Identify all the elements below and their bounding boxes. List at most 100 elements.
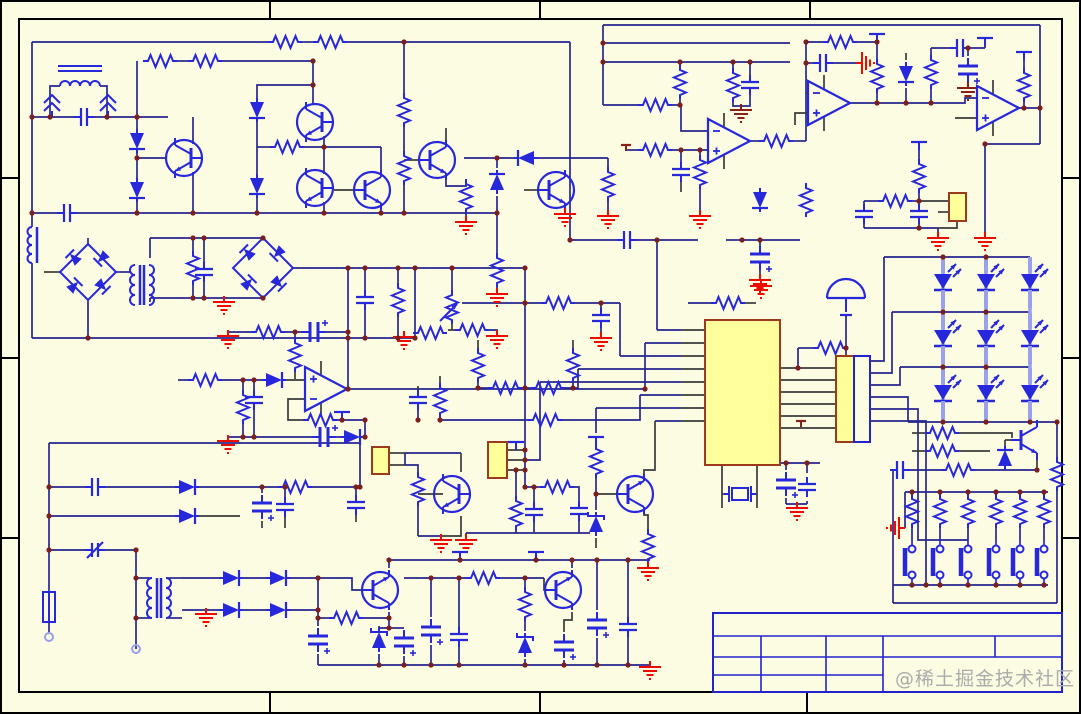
resistor[interactable] (931, 494, 949, 528)
capacitor[interactable] (798, 477, 816, 497)
wire[interactable] (405, 464, 419, 472)
wire[interactable] (49, 85, 60, 117)
ground-symbol[interactable] (213, 296, 235, 315)
capacitor[interactable] (195, 262, 213, 282)
diode[interactable] (219, 570, 243, 586)
capacitor[interactable] (409, 390, 427, 410)
push-button[interactable] (958, 540, 973, 584)
ground-symbol[interactable] (689, 210, 711, 229)
resistor[interactable] (528, 411, 562, 429)
ground-symbol[interactable] (786, 502, 808, 521)
resistor[interactable] (599, 167, 617, 201)
capacitor-polarized[interactable] (421, 619, 443, 645)
capacitor[interactable] (592, 308, 610, 328)
ic-chip[interactable] (371, 446, 390, 475)
resistor[interactable] (878, 192, 912, 210)
wire[interactable] (870, 408, 968, 541)
diode[interactable] (489, 170, 505, 194)
ground-symbol[interactable] (730, 104, 752, 123)
resistor[interactable] (564, 348, 582, 382)
resistor[interactable] (1035, 494, 1053, 528)
diode[interactable] (219, 602, 243, 618)
transistor[interactable] (536, 170, 576, 210)
resistor[interactable] (234, 390, 252, 424)
capacitor-polarized[interactable] (587, 612, 609, 638)
led[interactable] (977, 257, 1005, 308)
resistor[interactable] (531, 379, 565, 397)
transistor[interactable] (295, 168, 335, 208)
ground-symbol[interactable] (393, 331, 415, 350)
wire[interactable] (794, 112, 808, 125)
ic-chip[interactable] (704, 319, 781, 466)
transistor[interactable] (417, 140, 457, 180)
resistor[interactable] (1011, 494, 1029, 528)
resistor[interactable] (638, 96, 672, 114)
diode[interactable] (266, 602, 290, 618)
resistor[interactable] (671, 65, 689, 99)
connector-pin[interactable] (131, 644, 141, 654)
wire[interactable] (489, 329, 498, 334)
resistor[interactable] (959, 494, 977, 528)
resistor[interactable] (469, 348, 487, 382)
resistor[interactable] (389, 283, 407, 317)
wire[interactable] (563, 612, 573, 632)
ground-symbol[interactable] (430, 534, 452, 553)
resistor[interactable] (724, 68, 742, 102)
led[interactable] (977, 368, 1005, 419)
potentiometer[interactable] (439, 290, 461, 324)
resistor[interactable] (188, 371, 222, 389)
capacitor[interactable] (672, 162, 690, 182)
push-button[interactable] (1034, 540, 1049, 584)
test-point[interactable] (796, 419, 806, 427)
capacitor-polarized[interactable] (252, 495, 274, 521)
resistor[interactable] (457, 179, 475, 213)
transistor[interactable] (352, 170, 392, 210)
capacitor-polarized[interactable] (394, 630, 416, 656)
resistor[interactable] (759, 132, 793, 150)
ground-symbol[interactable] (597, 210, 619, 229)
resistor[interactable] (466, 569, 500, 587)
diode[interactable] (129, 178, 145, 202)
diode[interactable] (262, 372, 286, 388)
resistor[interactable] (868, 59, 886, 93)
resistor[interactable] (488, 379, 522, 397)
bridge-rectifier[interactable] (231, 237, 295, 300)
diode[interactable] (249, 98, 265, 122)
resistor[interactable] (691, 155, 709, 189)
crystal[interactable] (724, 486, 756, 502)
wire[interactable] (256, 84, 313, 103)
ground-symbol[interactable] (554, 208, 576, 227)
resistor[interactable] (268, 33, 302, 51)
resistor[interactable] (516, 587, 534, 621)
capacitor[interactable] (741, 75, 759, 95)
resistor[interactable] (488, 253, 506, 287)
spark-gap[interactable] (85, 541, 105, 559)
capacitor[interactable] (450, 627, 468, 647)
ground-symbol[interactable] (217, 435, 239, 454)
ic-chip[interactable] (835, 355, 855, 443)
transistor[interactable] (615, 474, 655, 514)
resistor[interactable] (143, 52, 177, 70)
resistor[interactable] (251, 323, 285, 341)
transformer[interactable] (146, 577, 172, 619)
capacitor[interactable] (910, 204, 928, 224)
resistor[interactable] (587, 444, 605, 478)
arrester[interactable] (99, 93, 117, 117)
led[interactable] (934, 313, 962, 364)
capacitor[interactable] (74, 108, 94, 126)
ground-symbol[interactable] (486, 288, 508, 307)
power-tap[interactable] (508, 440, 524, 450)
wire[interactable] (418, 535, 442, 538)
resistor[interactable] (188, 52, 222, 70)
components[interactable] (26, 32, 1066, 680)
resistor[interactable] (941, 461, 975, 479)
capacitor[interactable] (356, 290, 374, 310)
led[interactable] (1021, 368, 1049, 419)
ground-symbol[interactable] (856, 52, 875, 74)
capacitor-polarized[interactable] (308, 628, 330, 654)
wire[interactable] (870, 312, 893, 374)
capacitor[interactable] (85, 478, 105, 496)
led[interactable] (977, 313, 1005, 364)
wire[interactable] (672, 104, 708, 132)
